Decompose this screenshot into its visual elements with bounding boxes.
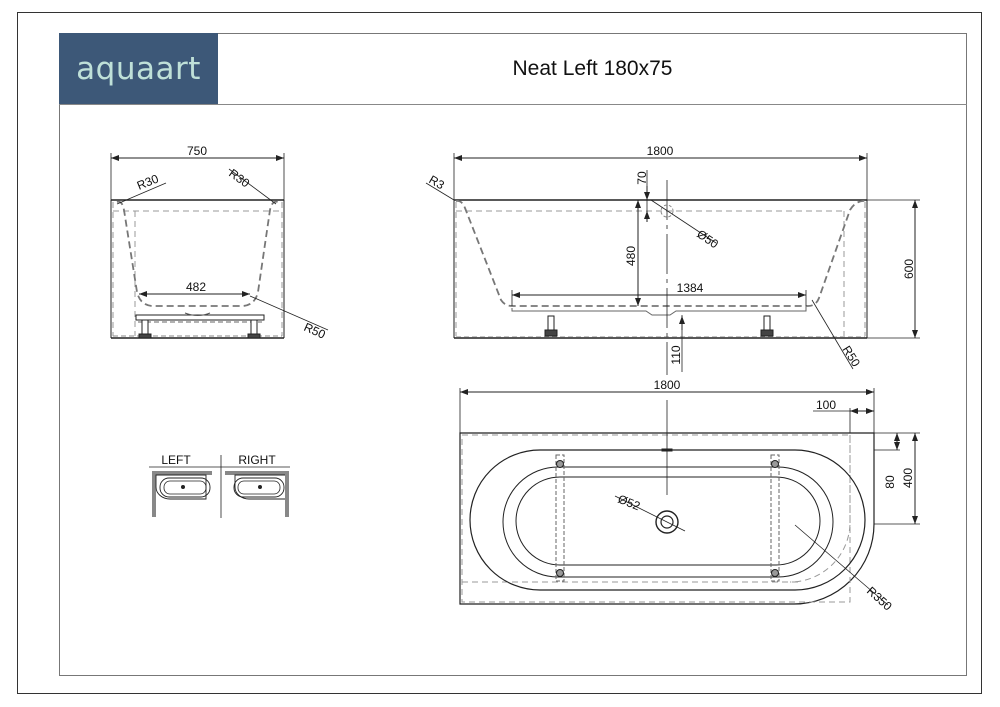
plan-view-labels: 1800 100 80 400 Ø52 R350 <box>616 378 915 614</box>
side-view-labels: 750 R30 R30 482 R50 <box>135 144 328 342</box>
drawing-title: Neat Left 180x75 <box>512 56 673 80</box>
side-view <box>110 153 329 339</box>
front-view <box>425 153 920 375</box>
dim-drain-diameter-52: Ø52 <box>616 492 643 514</box>
dim-width-750: 750 <box>187 144 207 158</box>
orientation-left-label: LEFT <box>161 453 191 467</box>
brand-logo: aquaart <box>59 33 218 104</box>
orientation-labels: LEFT RIGHT <box>161 453 276 467</box>
dim-height-600: 600 <box>902 259 916 279</box>
dim-bottom-482: 482 <box>186 280 206 294</box>
plan-view <box>459 388 920 606</box>
dim-radius-r30-left: R30 <box>135 171 161 192</box>
dim-radius-r3: R3 <box>427 172 448 192</box>
dim-length-1800-plan: 1800 <box>654 378 681 392</box>
front-view-labels: 1800 R3 70 Ø50 480 1384 600 110 R50 <box>427 144 917 370</box>
dim-radius-r50: R50 <box>302 320 328 342</box>
orientation-legend <box>149 455 290 518</box>
dim-offset-100: 100 <box>816 398 836 412</box>
dim-overflow-70: 70 <box>635 171 649 185</box>
dim-overflow-diameter-50: Ø50 <box>694 227 721 251</box>
left-orientation-icon <box>152 471 212 517</box>
dim-drain-height-110: 110 <box>669 345 683 364</box>
dim-width-400: 400 <box>901 468 915 488</box>
dim-radius-r50-front: R50 <box>839 343 863 369</box>
inner-frame <box>59 33 967 676</box>
right-orientation-icon <box>225 471 289 517</box>
dim-bottom-1384: 1384 <box>677 281 704 295</box>
dim-length-1800-front: 1800 <box>647 144 674 158</box>
orientation-right-label: RIGHT <box>238 453 276 467</box>
title-block: aquaart Neat Left 180x75 <box>59 33 967 105</box>
dim-offset-80: 80 <box>883 475 897 489</box>
dim-radius-r350: R350 <box>864 584 895 614</box>
brand-name: aquaart <box>76 50 201 87</box>
outer-frame <box>17 12 982 694</box>
dim-depth-480: 480 <box>624 246 638 266</box>
